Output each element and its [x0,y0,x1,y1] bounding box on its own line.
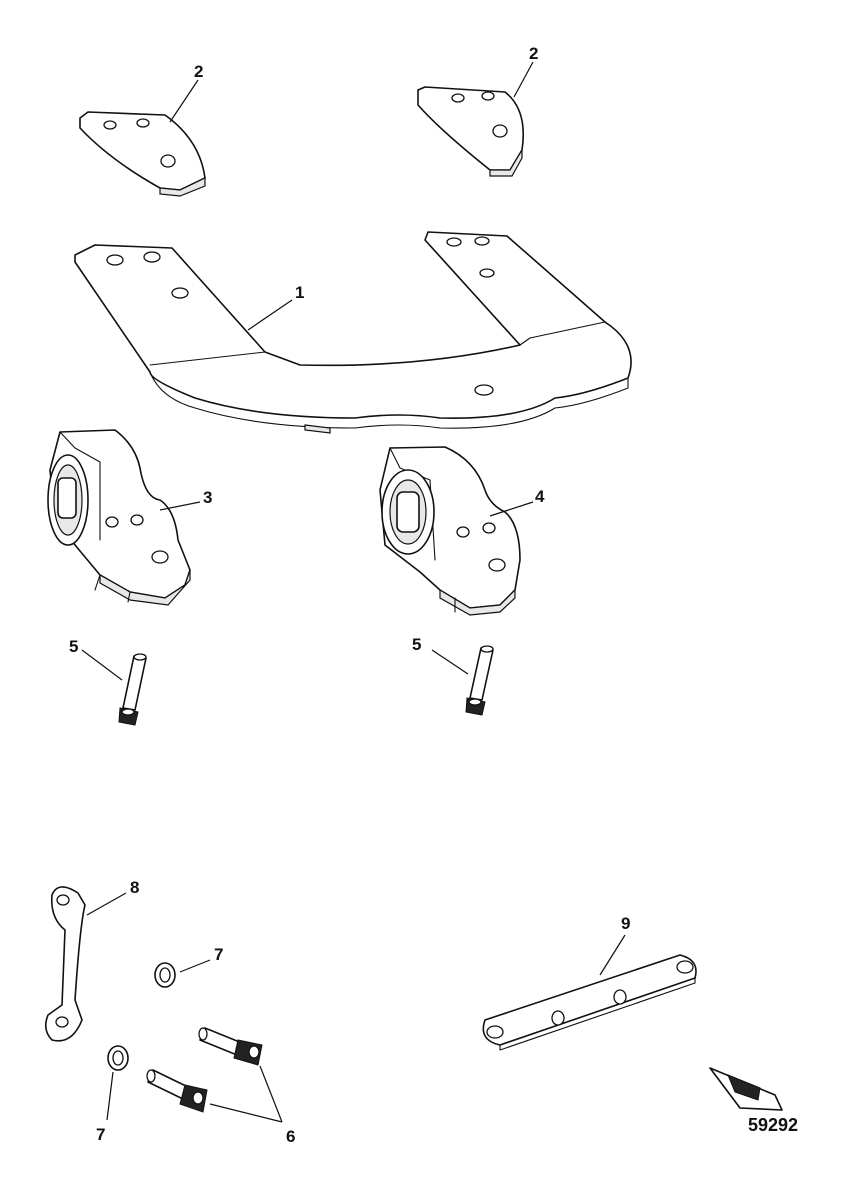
callout-7-upper: 7 [214,945,223,964]
callout-1: 1 [295,283,304,302]
callout-6: 6 [286,1127,295,1146]
bolt-part-5-left [118,653,147,726]
callout-5-right: 5 [412,635,421,654]
callout-5-left: 5 [69,637,78,656]
callout-7-lower: 7 [96,1125,105,1144]
washer-part-7-upper [154,962,176,988]
callout-9: 9 [621,914,630,933]
bolt-part-6-lower [146,1069,208,1113]
figure-id: 59292 [748,1115,798,1135]
bolt-part-5-right [465,645,494,716]
callout-2-left: 2 [194,62,203,81]
main-bracket-part-1 [74,231,632,434]
engine-mount-part-3 [47,429,191,606]
callout-labels: 2 2 1 3 4 5 5 8 7 7 6 9 [69,44,630,1146]
leader-lines [81,61,626,1123]
engine-mount-part-4 [379,446,521,616]
callout-3: 3 [203,488,212,507]
plate-part-8 [44,886,86,1042]
link-bar-part-9 [482,954,697,1051]
callout-8: 8 [130,878,139,897]
callout-2-right: 2 [529,44,538,63]
boat-orientation-icon [709,1067,783,1111]
callout-4: 4 [535,487,545,506]
bolt-part-6-upper [198,1027,263,1066]
pad-part-2-left [79,111,206,197]
washer-part-7-lower [107,1045,129,1071]
pad-part-2-right [417,86,525,177]
